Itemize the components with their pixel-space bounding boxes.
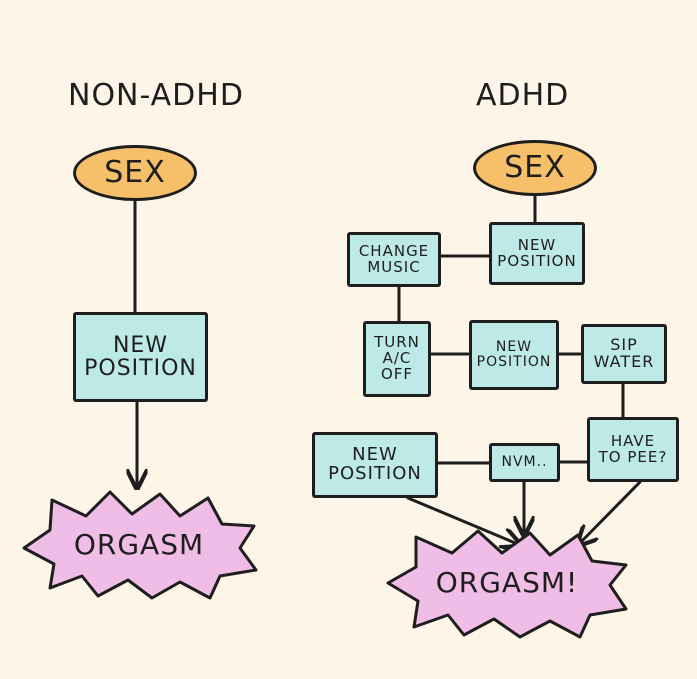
change-music-label: CHANGE MUSIC [358, 241, 430, 276]
have-to-pee-label: HAVE TO PEE? [598, 431, 668, 466]
left-start-label: SEX [104, 155, 166, 191]
new-position-box-3: NEW POSITION [312, 432, 438, 498]
new-position-1-label: NEW POSITION [497, 235, 577, 270]
right-title: ADHD [476, 78, 570, 113]
change-music-box: CHANGE MUSIC [347, 232, 441, 287]
left-orgasm-label: ORGASM [73, 528, 205, 562]
right-burst-shape [386, 529, 628, 639]
right-orgasm-burst: ORGASM! [384, 527, 630, 639]
right-start-oval: SEX [473, 140, 597, 196]
nvm-box: NVM.. [489, 443, 560, 482]
left-title: NON-ADHD [68, 78, 244, 113]
left-start-oval: SEX [73, 145, 197, 201]
right-orgasm-label: ORGASM! [435, 566, 579, 600]
left-burst-shape [22, 490, 258, 600]
arrow-pee-to-orgasm [578, 480, 642, 545]
have-to-pee-box: HAVE TO PEE? [587, 417, 679, 482]
new-position-box-1: NEW POSITION [489, 222, 585, 285]
turn-ac-off-label: TURN A/C OFF [374, 333, 420, 383]
right-start-label: SEX [504, 150, 566, 186]
new-position-box-2: NEW POSITION [469, 320, 559, 390]
turn-ac-off-box: TURN A/C OFF [363, 321, 431, 397]
nvm-label: NVM.. [501, 454, 548, 471]
arrow-new-position-to-orgasm [406, 496, 520, 545]
new-position-3-label: NEW POSITION [328, 444, 422, 484]
left-position-box: NEW POSITION [73, 312, 208, 402]
left-position-label: NEW POSITION [84, 332, 197, 381]
new-position-2-label: NEW POSITION [476, 339, 552, 370]
sip-water-box: SIP WATER [581, 324, 667, 384]
left-orgasm-burst: ORGASM [20, 490, 258, 600]
sip-water-label: SIP WATER [593, 335, 655, 371]
